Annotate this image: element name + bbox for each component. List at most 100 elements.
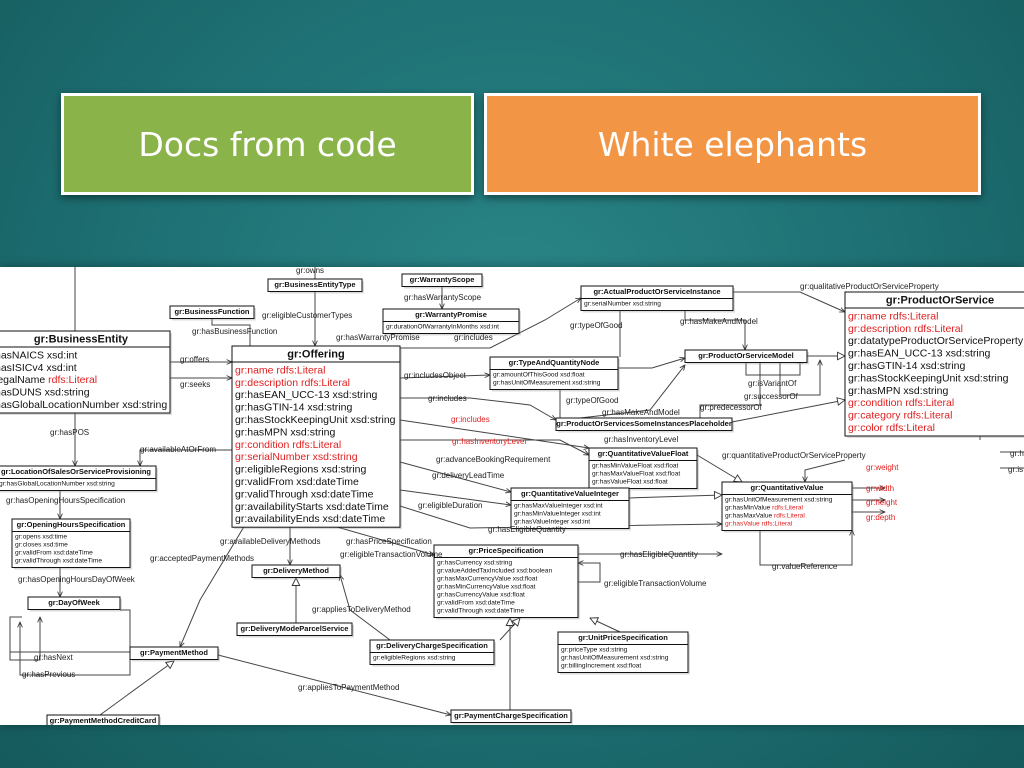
class-title: gr:DeliveryChargeSpecification — [376, 641, 488, 650]
edge-label-appliesToDeliveryMethod: gr:appliesToDeliveryMethod — [312, 605, 411, 614]
relation-edge — [696, 454, 742, 482]
class-attribute: gr:hasGTIN-14 xsd:string — [235, 402, 352, 414]
edge-label-hasBusinessFunction: gr:hasBusinessFunction — [192, 327, 277, 336]
class-attribute: gr:availabilityStarts xsd:dateTime — [235, 501, 389, 513]
class-attribute: gr:hasMPN xsd:string — [848, 385, 949, 397]
edge-label-typeOfGood2: gr:typeOfGood — [566, 396, 618, 405]
class-attribute: gr:hasCurrencyValue xsd:float — [437, 592, 525, 599]
edge-label-advanceBookingRequirement: gr:advanceBookingRequirement — [436, 455, 551, 464]
relation-edge — [400, 439, 589, 455]
class-title: gr:DeliveryMethod — [263, 566, 329, 575]
edge-label-availableDeliveryMethods: gr:availableDeliveryMethods — [220, 537, 321, 546]
class-pricespec: gr:PriceSpecification gr:hasCurrency xsd:… — [433, 544, 580, 620]
class-quantvaluefloat: gr:QuantitativeValueFloatgr:hasMinValueF… — [588, 447, 699, 491]
edge-label-hasOpeningHoursDayOfWeek: gr:hasOpeningHoursDayOfWeek — [18, 575, 136, 584]
class-attribute: gr:validFrom xsd:dateTime — [437, 600, 515, 607]
class-attribute: gr:hasMaxCurrencyValue xsd:float — [437, 576, 537, 583]
class-attribute: gr:opens xsd:time — [15, 534, 67, 541]
class-attribute: gr:hasEAN_UCC-13 xsd:string — [848, 348, 991, 360]
edge-label-availableAtOrFrom: gr:availableAtOrFrom — [140, 445, 216, 454]
edge-label-hasEligibleQuantity: gr:hasEligibleQuantity — [488, 525, 566, 534]
edge-label-acceptedPaymentMethods: gr:acceptedPaymentMethods — [150, 554, 254, 563]
relation-edge — [628, 495, 722, 498]
edge-label-appliesToPaymentMethod: gr:appliesToPaymentMethod — [298, 683, 399, 692]
white-elephants-tile: White elephants — [484, 93, 981, 195]
class-attribute: gr:hasValueFloat xsd:float — [592, 479, 668, 486]
class-attribute: gr:validThrough xsd:dateTime — [437, 608, 524, 615]
class-paymentchargespec: gr:PaymentChargeSpecification — [450, 709, 573, 725]
class-title: gr:DayOfWeek — [48, 598, 100, 607]
class-attribute: gr:hasStockKeepingUnit xsd:string — [848, 372, 1009, 384]
class-attribute: gr:billingIncrement xsd:float — [561, 663, 641, 670]
class-attribute: gr:hasMinCurrencyValue xsd:float — [437, 584, 536, 591]
class-attribute: gr:hasStockKeepingUnit xsd:string — [235, 414, 396, 426]
relation-edge — [731, 400, 845, 423]
relation-edge — [9, 617, 40, 661]
edge-label-successorOf: gr:successorOf — [744, 392, 799, 401]
edge-label-gr-is: gr:is — [1008, 465, 1023, 474]
relation-edge — [733, 291, 845, 313]
edge-label-offers: gr:offers — [180, 355, 209, 364]
class-title: gr:PriceSpecification — [468, 546, 543, 555]
class-attribute: gr:eligibleRegions xsd:string — [235, 464, 366, 476]
class-attribute: gr:hasMinValue rdfs:Literal — [725, 505, 803, 512]
class-title: gr:PaymentMethodCreditCard — [50, 716, 157, 725]
relation-edge — [805, 459, 846, 482]
edge-label-valueReference: gr:valueReference — [772, 562, 838, 571]
class-title: gr:WarrantyScope — [410, 275, 475, 284]
class-attribute: gr:name rdfs:Literal — [235, 364, 325, 376]
class-title: gr:ActualProductOrServiceInstance — [593, 287, 720, 296]
edge-label-width: gr:width — [866, 484, 894, 493]
class-attribute: gr:hasCurrency xsd:string — [437, 560, 512, 567]
edge-label-hasInventoryLevel: gr:hasInventoryLevel — [604, 435, 678, 444]
docs-from-code-label: Docs from code — [138, 124, 397, 164]
edge-label-hasWarrantyPromise: gr:hasWarrantyPromise — [336, 333, 420, 342]
class-attribute: gr:hasValue rdfs:Literal — [725, 521, 793, 528]
class-attribute: gr:serialNumber xsd:string — [584, 301, 661, 308]
edge-label-deliveryLeadTime: gr:deliveryLeadTime — [432, 471, 505, 480]
edge-label-predecessorOf: gr:predecessorOf — [700, 403, 763, 412]
class-attribute: legalName rdfs:Literal — [0, 374, 97, 386]
class-attribute: gr:name rdfs:Literal — [848, 310, 938, 322]
edge-label-height: gr:height — [866, 498, 898, 507]
edge-label-eligibleCustomerTypes: gr:eligibleCustomerTypes — [262, 311, 352, 320]
class-attribute: gr:hasUnitOfMeasurement xsd:string — [725, 497, 833, 504]
class-title: gr:QuantitativeValue — [751, 483, 824, 492]
relation-edge — [180, 524, 246, 647]
class-title: gr:BusinessEntity — [34, 334, 129, 346]
edge-label-typeOfGood: gr:typeOfGood — [570, 321, 622, 330]
edge-label-depth: gr:depth — [866, 513, 895, 522]
class-deliverymodeparcel: gr:DeliveryModeParcelService — [236, 622, 354, 638]
relation-edge — [745, 358, 800, 376]
class-businessfunction: gr:BusinessFunction — [169, 305, 256, 321]
class-attribute: gr:validThrough xsd:dateTime — [15, 558, 102, 565]
class-attribute: gr:condition rdfs:Literal — [235, 439, 341, 451]
class-title: gr:ProductOrService — [886, 295, 994, 307]
class-title: gr:BusinessEntityType — [274, 280, 355, 289]
class-attribute: hasGlobalLocationNumber xsd:string — [0, 399, 167, 411]
relation-edge — [399, 461, 511, 492]
edge-label-includes-red: gr:includes — [451, 415, 490, 424]
class-title: gr:UnitPriceSpecification — [578, 633, 668, 642]
class-quantvalueinteger: gr:QuantitativeValueIntegergr:hasMaxValu… — [510, 487, 631, 531]
class-attribute: gr:hasMinValueInteger xsd:int — [514, 511, 601, 518]
class-paymentmethod: gr:PaymentMethod — [129, 646, 220, 662]
relation-edge — [779, 360, 820, 396]
relation-edge — [578, 563, 601, 583]
docs-from-code-tile: Docs from code — [61, 93, 474, 195]
class-attribute: gr:hasValueInteger xsd:int — [514, 519, 590, 526]
class-title: gr:WarrantyPromise — [415, 310, 487, 319]
edge-label-hasPrevious: gr:hasPrevious — [22, 670, 75, 679]
class-attribute: gr:hasMaxValueInteger xsd:int — [514, 503, 603, 510]
class-attribute: gr:eligibleRegions xsd:string — [373, 655, 456, 662]
edge-label-hasMakeAndModel2: gr:hasMakeAndModel — [602, 408, 680, 417]
relation-edge — [699, 360, 761, 425]
edge-label-hasMakeAndModel: gr:hasMakeAndModel — [680, 317, 758, 326]
edge-label-eligibleTransactionVolume2: gr:eligibleTransactionVolume — [604, 579, 707, 588]
relation-edge — [759, 530, 852, 566]
